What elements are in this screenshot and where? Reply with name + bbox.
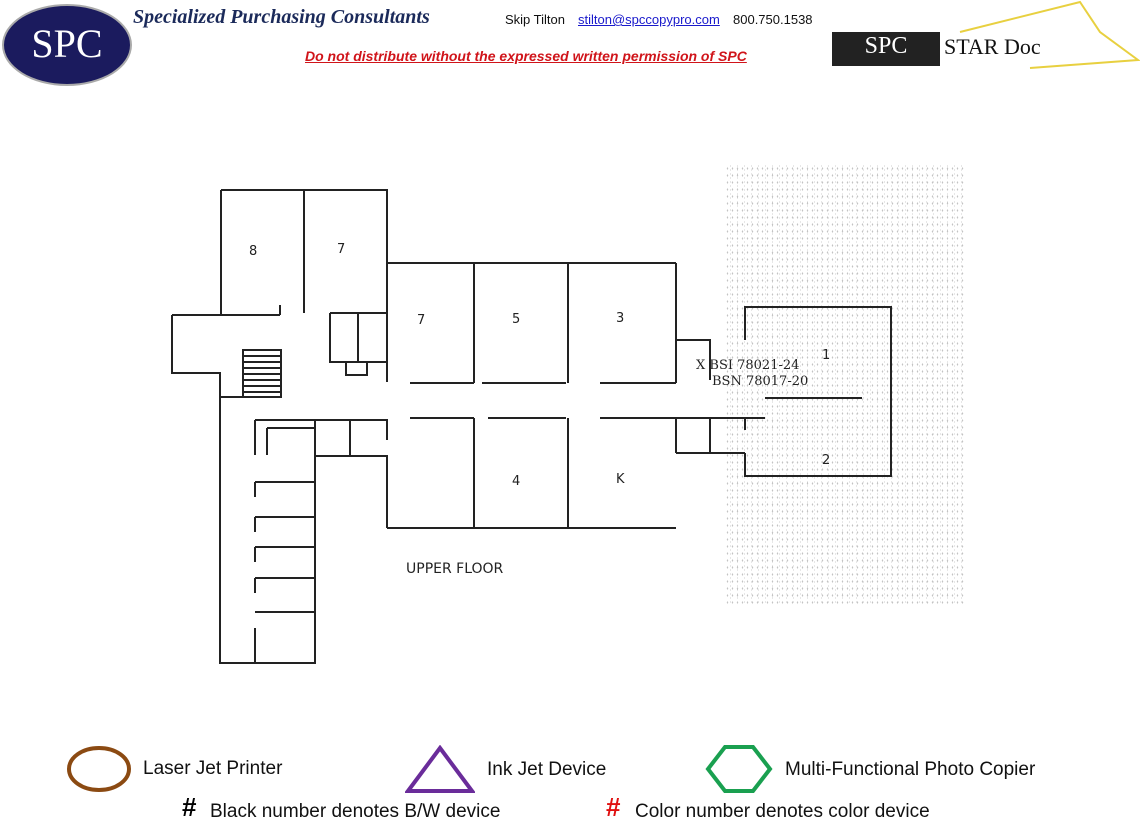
room-label: 3 <box>616 311 624 326</box>
hash-black: # <box>182 792 197 822</box>
company-name: Specialized Purchasing Consultants <box>133 6 430 28</box>
star-doc-text: STAR Doc <box>944 34 1041 59</box>
legend-bw: Black number denotes B/W device <box>210 801 501 822</box>
room-label: 7 <box>417 313 425 328</box>
room-label: 8 <box>249 244 257 259</box>
floor-title: UPPER FLOOR <box>406 561 504 577</box>
legend-mfp: Multi-Functional Photo Copier <box>785 759 1036 780</box>
laser-circle-icon <box>67 746 131 792</box>
star-doc-logo: SPC <box>832 32 940 66</box>
device-label: X BSI 78021-24 <box>696 358 799 373</box>
contact-name: Skip Tilton <box>505 12 565 27</box>
legend-laser: Laser Jet Printer <box>143 758 283 779</box>
hash-color: # <box>606 792 621 822</box>
room-label: 1 <box>822 348 830 363</box>
room-label: 4 <box>512 474 520 489</box>
room-label: 2 <box>822 453 830 468</box>
mfp-hexagon-icon <box>705 745 773 793</box>
distribution-warning: Do not distribute without the expressed … <box>305 48 747 64</box>
room-label: 7 <box>337 242 345 257</box>
logo-text: SPC <box>31 21 103 66</box>
email-link[interactable]: stilton@spccopypro.com <box>578 12 720 27</box>
legend-color: Color number denotes color device <box>635 801 930 822</box>
phone-number: 800.750.1538 <box>733 12 813 27</box>
floor-plan: 8 7 7 5 3 1 4 K 2 X BSI 78021-24 BSN 780… <box>171 189 892 664</box>
room-label: 5 <box>512 312 520 327</box>
spc-logo: SPC <box>2 4 132 86</box>
legend-inkjet: Ink Jet Device <box>487 759 607 780</box>
inkjet-triangle-icon <box>405 745 475 793</box>
star-icon <box>959 0 1140 69</box>
room-label: K <box>616 472 625 487</box>
device-label: BSN 78017-20 <box>712 374 808 389</box>
scan-noise <box>725 165 965 605</box>
